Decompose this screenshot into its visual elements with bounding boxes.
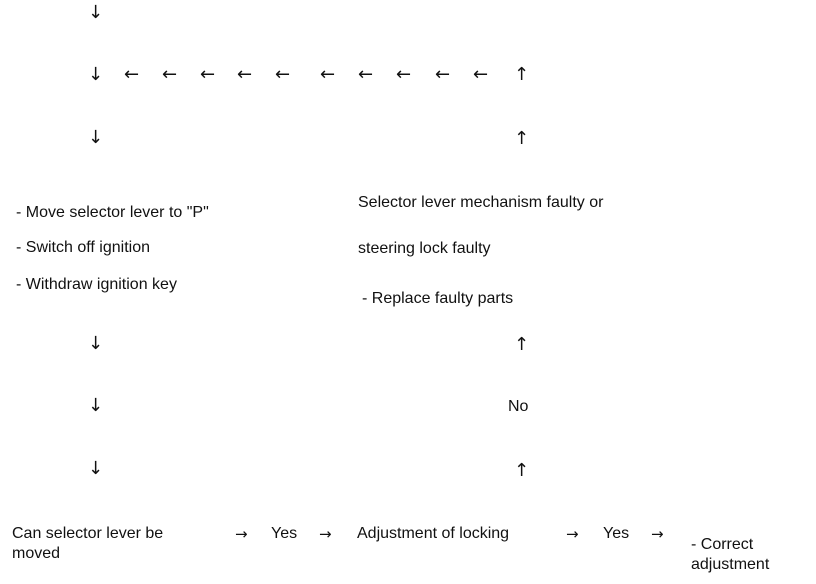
down-arrow-icon: ↓	[88, 64, 104, 85]
left-arrow-icon: ←	[162, 64, 178, 85]
no-label: No	[508, 398, 529, 415]
down-arrow-icon: ↓	[88, 333, 104, 354]
left-arrow-icon: ←	[435, 64, 451, 85]
question-selector-lever-moved: Can selector lever be moved	[12, 525, 164, 562]
left-arrow-icon: ←	[396, 64, 412, 85]
up-arrow-icon: ↑	[514, 460, 530, 481]
step-withdraw-key: - Withdraw ignition key	[16, 276, 177, 293]
left-arrow-icon: ←	[124, 64, 140, 85]
right-arrow-icon: →	[319, 525, 332, 543]
down-arrow-icon: ↓	[88, 2, 104, 23]
up-arrow-icon: ↑	[514, 64, 530, 85]
right-arrow-icon: →	[651, 525, 664, 543]
adjustment-of-locking: Adjustment of locking	[357, 525, 510, 542]
left-arrow-icon: ←	[358, 64, 374, 85]
down-arrow-icon: ↓	[88, 458, 104, 479]
left-arrow-icon: ←	[275, 64, 291, 85]
fault-description-line1: Selector lever mechanism faulty or	[358, 194, 604, 211]
correct-adjustment: - Correct adjustment	[691, 536, 770, 573]
replace-parts-instruction: - Replace faulty parts	[362, 290, 514, 307]
right-arrow-icon: →	[566, 525, 579, 543]
left-arrow-icon: ←	[473, 64, 489, 85]
left-arrow-icon: ←	[320, 64, 336, 85]
left-arrow-icon: ←	[237, 64, 253, 85]
step-switch-off-ignition: - Switch off ignition	[16, 239, 150, 256]
down-arrow-icon: ↓	[88, 127, 104, 148]
right-arrow-icon: →	[235, 525, 248, 543]
fault-description-line2: steering lock faulty	[358, 240, 491, 257]
left-arrow-icon: ←	[200, 64, 216, 85]
step-move-selector: - Move selector lever to "P"	[16, 204, 209, 221]
up-arrow-icon: ↑	[514, 128, 530, 149]
yes-label-2: Yes	[603, 525, 630, 542]
yes-label-1: Yes	[271, 525, 298, 542]
up-arrow-icon: ↑	[514, 334, 530, 355]
down-arrow-icon: ↓	[88, 395, 104, 416]
